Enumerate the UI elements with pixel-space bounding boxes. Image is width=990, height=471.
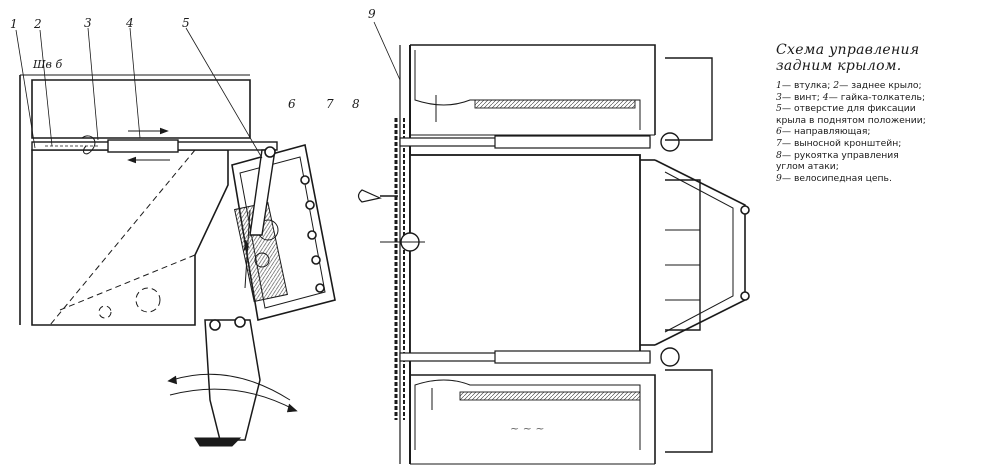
rotation-arrow-lower — [169, 388, 296, 411]
callout-8: 8 — [352, 97, 360, 111]
wing-outline-lowered — [49, 149, 196, 326]
callout-7: 7 — [326, 97, 334, 111]
callout-4: 4 — [125, 16, 134, 30]
legend-line: 3— винт; 4— гайка-толкатель; — [776, 91, 926, 103]
side-bracket — [640, 159, 750, 346]
rotation-arrow-upper — [171, 373, 291, 401]
callout-2: 2 — [33, 17, 42, 31]
callout-1: 1 — [10, 17, 18, 31]
callout-3: 3 — [84, 16, 92, 30]
central-wing — [409, 154, 641, 356]
legend-line: 6— направляющая; — [776, 126, 871, 138]
caption-title-line-1: Схема управления — [776, 42, 920, 58]
left-figure-wing-mechanism — [15, 27, 336, 447]
caption-title: Схема управления задним крылом. — [776, 42, 986, 74]
weld-mark: Шв б — [32, 58, 62, 71]
right-figure-top-view: ~ ~ ~ — [357, 21, 750, 465]
caption-title-line-2: задним крылом. — [776, 58, 902, 74]
end-frames — [665, 57, 713, 453]
leader-lines-left — [15, 27, 263, 159]
legend-line: 9— велосипедная цепь. — [776, 172, 892, 184]
caption-legend: 1— втулка; 2— заднее крыло; 3— винт; 4— … — [776, 80, 986, 184]
legend-line: 1— втулка; 2— заднее крыло; — [776, 80, 922, 91]
legend-line: 7— выносной кронштейн; — [776, 137, 902, 149]
callout-5: 5 — [182, 16, 190, 30]
callout-9: 9 — [368, 7, 376, 21]
callout-6: 6 — [288, 97, 296, 111]
callout-labels: 1 2 3 4 5 6 7 8 9 Шв б — [10, 7, 376, 111]
legend-line: крыла в поднятом положении; — [776, 114, 926, 126]
legend-line: 8— рукоятка управления — [776, 149, 899, 161]
rear-wing — [231, 144, 336, 321]
svg-text:~ ~ ~: ~ ~ ~ — [510, 422, 545, 435]
angle-handle — [194, 316, 261, 447]
screw-rod — [31, 127, 278, 164]
handle-knob — [357, 189, 382, 203]
legend-line: 5— отверстие для фиксации — [776, 103, 916, 115]
bicycle-chain — [394, 118, 405, 420]
lower-panel — [31, 149, 229, 326]
upper-panel — [31, 79, 251, 139]
figure-caption: Схема управления задним крылом. 1— втулк… — [776, 42, 986, 184]
legend-line: углом атаки; — [776, 161, 839, 173]
